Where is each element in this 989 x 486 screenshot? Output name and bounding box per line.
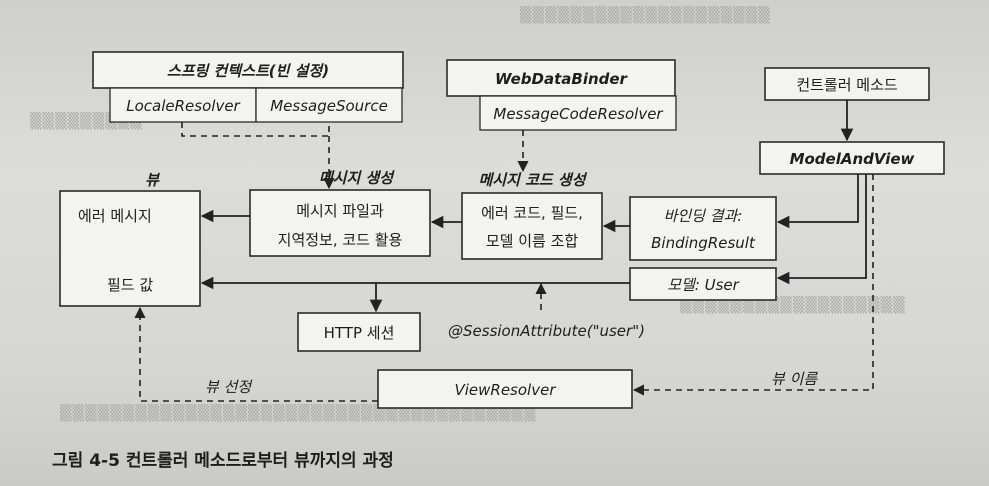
view-selection-label: 뷰 선정 bbox=[205, 378, 253, 396]
model-user-box bbox=[629, 267, 777, 301]
message-code-generation-line2: 모델 이름 조합 bbox=[486, 232, 579, 250]
controller-method-label: 컨트롤러 메소드 bbox=[796, 76, 898, 94]
view-error-message: 에러 메시지 bbox=[78, 207, 152, 225]
message-code-generation-line1: 에러 코드, 필드, bbox=[481, 204, 583, 222]
locale-resolver-label: LocaleResolver bbox=[126, 97, 240, 115]
view-resolver-box bbox=[377, 369, 633, 409]
message-code-resolver-label: MessageCodeResolver bbox=[493, 105, 663, 123]
spring-context-title: 스프링 컨텍스트(빈 설정) bbox=[167, 62, 329, 80]
message-generation-line1: 메시지 파일과 bbox=[296, 202, 384, 220]
arrow-modelandview-to-bindingresult bbox=[776, 174, 859, 229]
dashed-resolvers-link bbox=[181, 122, 330, 137]
view-title: 뷰 bbox=[145, 171, 160, 189]
model-and-view-box bbox=[759, 141, 945, 175]
message-generation-heading: 메시지 생성 bbox=[319, 169, 395, 187]
view-resolver-label: ViewResolver bbox=[454, 381, 556, 399]
background-text-top: ▒▒▒▒▒▒▒▒▒▒▒▒▒▒▒▒▒▒▒▒ bbox=[520, 6, 771, 24]
model-and-view-label: ModelAndView bbox=[790, 150, 915, 168]
spring-context-box: 스프링 컨텍스트(빈 설정) LocaleResolver MessageSou… bbox=[92, 51, 404, 123]
view-name-label: 뷰 이름 bbox=[771, 370, 818, 388]
message-generation-line2: 지역정보, 코드 활용 bbox=[278, 231, 403, 249]
binding-result-box bbox=[629, 196, 777, 261]
view-field-value: 필드 값 bbox=[107, 276, 153, 294]
web-data-binder-title: WebDataBinder bbox=[495, 70, 629, 88]
binding-result-line2: BindingResult bbox=[651, 234, 756, 252]
dashed-arrow-resolver-to-view bbox=[134, 306, 378, 402]
binding-result-line1: 바인딩 결과: bbox=[664, 207, 743, 225]
message-code-generation-box bbox=[461, 192, 603, 260]
message-source-cell bbox=[255, 87, 403, 123]
model-user-label: 모델: User bbox=[667, 276, 739, 294]
arrow-modelandview-to-model bbox=[776, 174, 867, 285]
dashed-arrow-viewname-to-resolver bbox=[632, 174, 874, 396]
controller-method-box bbox=[764, 67, 930, 101]
message-generation-box bbox=[249, 189, 431, 257]
message-code-resolver-cell bbox=[479, 95, 677, 131]
figure-caption: 그림 4-5 컨트롤러 메소드로부터 뷰까지의 과정 bbox=[52, 451, 394, 471]
session-attribute-label: @SessionAttribute("user") bbox=[448, 322, 645, 340]
view-box bbox=[59, 190, 201, 307]
message-code-generation-heading: 메시지 코드 생성 bbox=[478, 171, 587, 189]
http-session-box bbox=[297, 312, 421, 352]
message-source-label: MessageSource bbox=[270, 97, 388, 115]
web-data-binder-box: WebDataBinder MessageCodeResolver bbox=[446, 59, 677, 131]
locale-resolver-cell bbox=[109, 87, 257, 123]
http-session-label: HTTP 세션 bbox=[324, 324, 395, 342]
